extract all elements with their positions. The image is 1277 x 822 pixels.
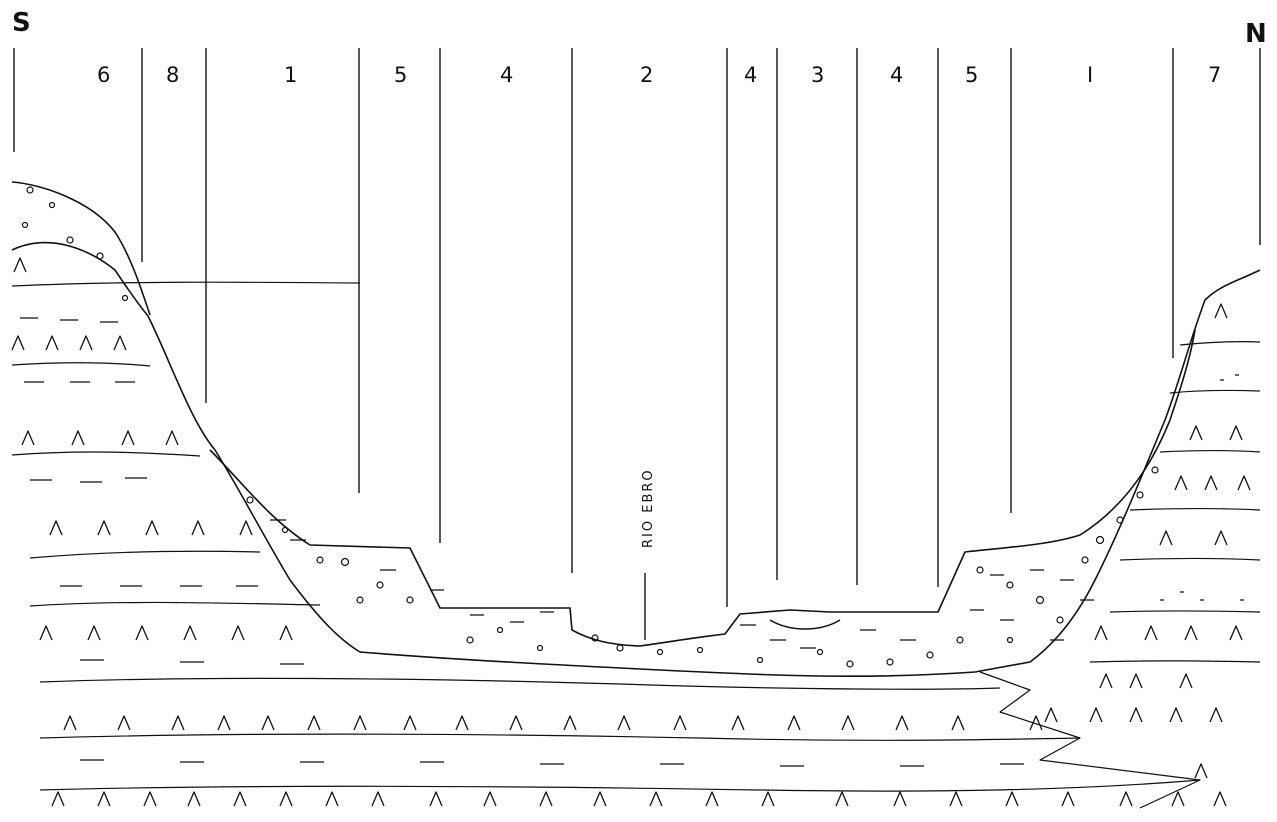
gypsum-symbols xyxy=(12,258,1250,806)
unit-label: 1 xyxy=(284,63,297,87)
unit-labels: 6 8 1 5 4 2 4 3 4 5 I 7 xyxy=(97,63,1221,87)
unit-label: 4 xyxy=(500,63,513,87)
unit-label: 7 xyxy=(1208,63,1221,87)
north-label: N xyxy=(1245,19,1267,49)
unit-label: 5 xyxy=(965,63,978,87)
unit-label: 8 xyxy=(166,63,179,87)
bedrock-layers xyxy=(12,282,1260,808)
river-label: RIO EBRO xyxy=(641,468,656,548)
unit-label: 5 xyxy=(394,63,407,87)
terrace-deposits xyxy=(12,182,1260,676)
south-label: S xyxy=(12,8,31,38)
silt-dashes xyxy=(20,318,1244,766)
unit-label: 6 xyxy=(97,63,110,87)
unit-label: I xyxy=(1087,63,1093,87)
orientation-labels: S N xyxy=(12,8,1267,49)
unit-label: 2 xyxy=(640,63,653,87)
unit-label: 3 xyxy=(811,63,824,87)
unit-label: 4 xyxy=(744,63,757,87)
unit-label: 4 xyxy=(890,63,903,87)
gravel-symbols xyxy=(23,187,1159,667)
